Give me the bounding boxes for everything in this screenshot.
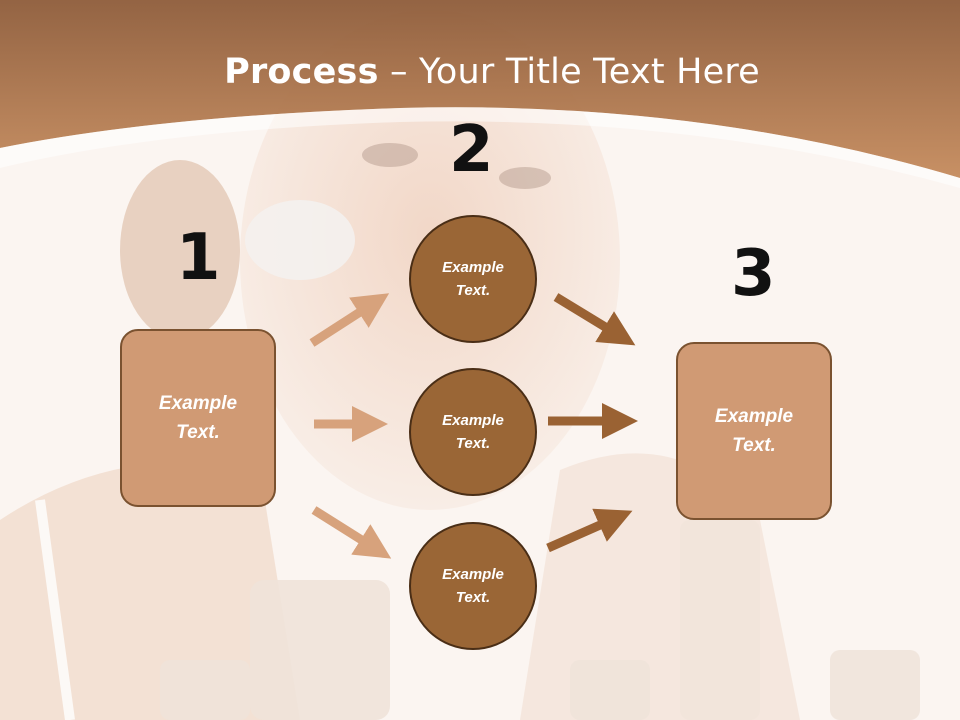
right-box-text: Example Text. [714, 406, 794, 456]
step-number-2: 2 [449, 113, 494, 187]
right-box: Example Text. [676, 342, 832, 520]
step-number-3: 3 [731, 237, 776, 311]
arrow-left-to-bottom [311, 506, 392, 559]
left-box: Example Text. [120, 329, 276, 507]
title-bold: Process [224, 52, 379, 92]
circle-middle: Example Text. [409, 368, 537, 496]
header-band [0, 0, 960, 188]
step-number-1: 1 [176, 221, 221, 295]
title-rest: – Your Title Text Here [378, 52, 760, 92]
circle-top: Example Text. [409, 215, 537, 343]
circle-bottom: Example Text. [409, 522, 537, 650]
circle-top-text: Example Text. [442, 259, 504, 299]
page-title: Process – Your Title Text Here [0, 52, 960, 92]
arrow-top-to-right [553, 293, 636, 346]
circle-bottom-text: Example Text. [442, 566, 504, 606]
circle-middle-text: Example Text. [442, 412, 504, 452]
left-box-text: Example Text. [158, 393, 238, 443]
arrow-left-to-top [309, 293, 390, 347]
arrow-bottom-to-right [546, 508, 633, 553]
